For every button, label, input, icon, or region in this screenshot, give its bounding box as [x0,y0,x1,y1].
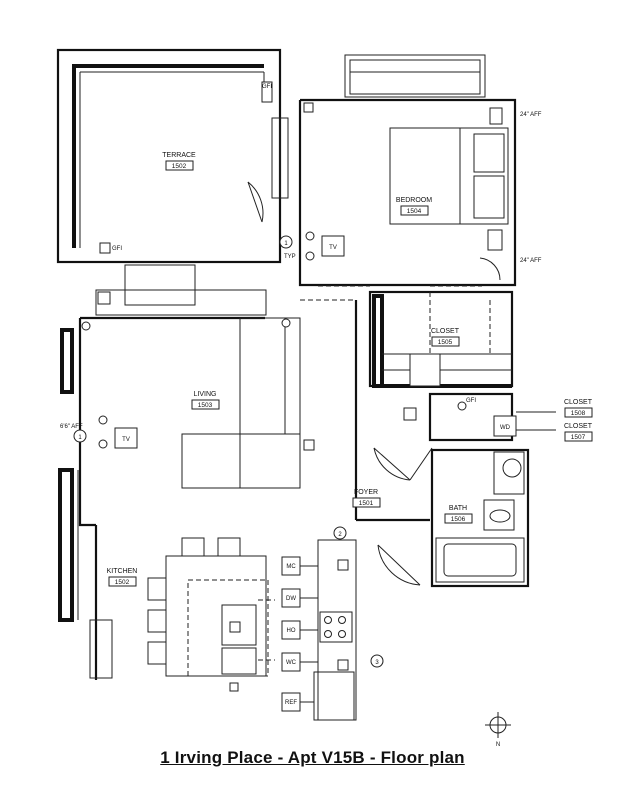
electrical-annotations: TV TV 24" AFF 24" AFF 6'6" AFF TYP GFI G… [60,84,542,668]
bath-area [430,448,530,588]
ref-label: REF [285,700,297,706]
wd-label: WD [500,425,511,431]
bedroom-number: 1504 [407,208,422,215]
north-label: N [496,742,500,748]
closet-number: 1505 [438,339,453,346]
mc-box [281,556,301,576]
tag-3: 3 [375,660,379,666]
aff-bedroom-mid: 24" AFF [520,258,542,264]
wc-box [281,652,301,672]
laundry-area [403,392,556,442]
dw-label: DW [286,596,296,602]
wc-label: WC [286,660,297,666]
kitchen-area [89,525,357,721]
bath-number: 1506 [451,516,466,523]
typ-label: TYP [284,254,296,260]
bedroom-name: BEDROOM [396,197,432,204]
kitchen-name: KITCHEN [107,568,138,575]
living-number: 1503 [198,402,213,409]
ho-label: HO [287,628,296,634]
closet-1508-number: 1508 [571,410,586,417]
bedroom-area [271,54,517,287]
appliance-tags: MC DW HO WC REF WD [281,415,517,712]
aff-bedroom-top: 24" AFF [520,112,542,118]
tag-2: 2 [338,532,342,538]
wd-box [493,415,517,437]
closet-1507-number: 1507 [571,434,586,441]
ref-box [281,692,301,712]
tv-living-label: TV [122,437,130,443]
ho-box [281,620,301,640]
tag-1-living: 1 [78,435,82,441]
tv-bedroom-label: TV [329,245,337,251]
closet-1508-name: CLOSET [564,399,593,406]
closet-area [368,290,514,388]
living-name: LIVING [194,391,217,398]
closet-1507-name: CLOSET [564,423,593,430]
dw-box [281,588,301,608]
room-labels: TERRACE 1502 BEDROOM 1504 CLOSET 1505 LI… [107,152,593,587]
kitchen-number: 1502 [115,579,130,586]
bath-name: BATH [449,505,467,512]
closet-name: CLOSET [431,328,460,335]
foyer-name: FOYER [354,489,378,496]
terrace-number: 1502 [172,163,187,170]
aff-living: 6'6" AFF [60,424,83,430]
foyer-number: 1501 [359,500,374,507]
terrace-name: TERRACE [162,152,196,159]
north-arrow: N [485,712,511,748]
living-area [58,264,358,622]
gfi-bedroom: GFI [262,84,272,90]
plan-caption: 1 Irving Place - Apt V15B - Floor plan [160,748,465,767]
tag-1-bedroom: 1 [284,241,288,247]
foyer-area [356,447,433,586]
gfi-terrace: GFI [112,246,122,252]
mc-label: MC [286,564,296,570]
gfi-closet: GFI [466,398,476,404]
